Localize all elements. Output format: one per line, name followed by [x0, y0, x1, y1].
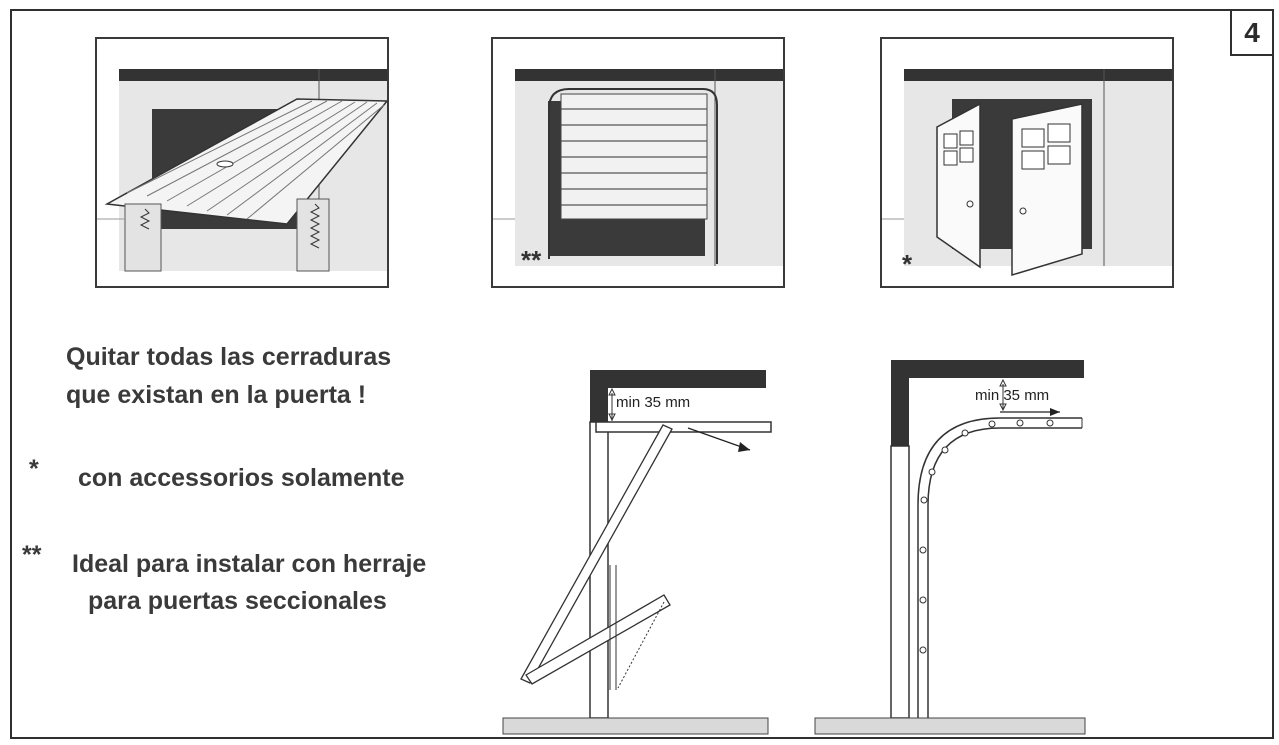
remove-locks-line-2: que existan en la puerta !: [66, 381, 367, 409]
sectional-clearance-label: min 35 mm: [975, 387, 1049, 404]
sectional-note-line-2: para puertas seccionales: [88, 587, 387, 615]
sectional-door-illustration: [493, 69, 783, 266]
up-and-over-door-illustration: [97, 69, 387, 272]
sectional-note-line-1: Ideal para instalar con herraje: [72, 550, 427, 578]
page-frame: [10, 9, 1274, 739]
panel-mark-sectional: **: [521, 245, 542, 275]
accessories-note: con accessorios solamente: [78, 464, 405, 492]
sectional-marker: **: [22, 541, 42, 569]
up-and-over-side-view: [502, 370, 772, 735]
remove-locks-line-1: Quitar todas las cerraduras: [66, 343, 392, 371]
up-and-over-clearance-label: min 35 mm: [616, 394, 690, 411]
panel-up-and-over-door: [95, 37, 389, 288]
side-hinged-door-illustration: [882, 69, 1172, 277]
panel-side-hinged-door: *: [880, 37, 1174, 288]
page-number: 4: [1230, 9, 1274, 56]
panel-mark-side-hinged: *: [902, 249, 913, 279]
panel-sectional-door: **: [491, 37, 785, 288]
sectional-side-view: [814, 360, 1086, 735]
accessories-marker: *: [29, 455, 39, 483]
